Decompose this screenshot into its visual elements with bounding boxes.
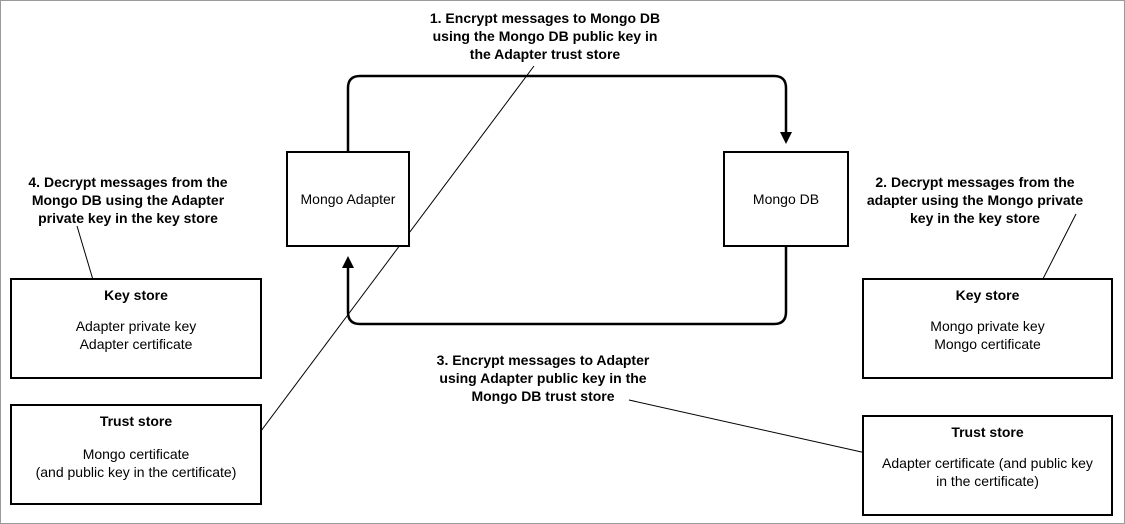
adapter-trust-store-line-2: (and public key in the certificate) <box>35 464 237 480</box>
mongo-key-store: Key store Mongo private key Mongo certif… <box>862 278 1113 379</box>
mongo-db-label: Mongo DB <box>752 191 820 207</box>
step1-note-line-2: using the Mongo DB public key in <box>432 28 658 44</box>
step1-note-line-1: 1. Encrypt messages to Mongo DB <box>429 10 661 26</box>
flow-mongo-to-adapter-arrow <box>342 247 788 326</box>
mongo-trust-store-title: Trust store <box>951 424 1024 440</box>
step3-note-line-3: Mongo DB trust store <box>471 388 615 404</box>
step2-note-line-3: key in the key store <box>910 210 1040 226</box>
step1-note-line-3: the Adapter trust store <box>469 46 621 62</box>
step2-note-line-2: adapter using the Mongo private <box>866 192 1084 208</box>
mongo-key-store-line-2: Mongo certificate <box>934 336 1041 352</box>
adapter-key-store-line-2: Adapter certificate <box>79 336 193 352</box>
adapter-trust-store-line-1: Mongo certificate <box>82 446 190 462</box>
step1-note: 1. Encrypt messages to Mongo DB using th… <box>395 9 695 63</box>
step3-note: 3. Encrypt messages to Adapter using Ada… <box>398 351 688 405</box>
adapter-key-store-title: Key store <box>104 287 168 303</box>
flow-adapter-to-mongo-arrow <box>346 74 792 152</box>
mongo-key-store-line-1: Mongo private key <box>930 318 1045 334</box>
step3-pointer-arrow <box>628 399 875 455</box>
mongo-trust-store-line-2: in the certificate) <box>936 473 1039 489</box>
mongo-trust-store: Trust store Adapter certificate (and pub… <box>862 415 1113 516</box>
adapter-key-store: Key store Adapter private key Adapter ce… <box>10 278 262 379</box>
mongo-adapter-node: Mongo Adapter <box>286 151 410 247</box>
step4-note-line-1: 4. Decrypt messages from the <box>28 174 228 190</box>
adapter-trust-store: Trust store Mongo certificate (and publi… <box>10 404 262 505</box>
step2-note-line-1: 2. Decrypt messages from the <box>875 174 1075 190</box>
step4-note-line-2: Mongo DB using the Adapter <box>31 192 225 208</box>
step2-note: 2. Decrypt messages from the adapter usi… <box>850 173 1100 227</box>
adapter-key-store-line-1: Adapter private key <box>75 318 197 334</box>
step4-note-line-3: private key in the key store <box>38 210 218 226</box>
step3-note-line-2: using Adapter public key in the <box>439 370 647 386</box>
step4-note: 4. Decrypt messages from the Mongo DB us… <box>8 173 248 227</box>
step1-pointer-arrow <box>243 65 535 455</box>
mongo-db-node: Mongo DB <box>723 151 849 247</box>
mongo-trust-store-line-1: Adapter certificate (and public key <box>882 455 1093 471</box>
step3-note-line-1: 3. Encrypt messages to Adapter <box>436 352 650 368</box>
mongo-key-store-title: Key store <box>955 287 1020 303</box>
mongo-adapter-label: Mongo Adapter <box>300 191 396 207</box>
adapter-trust-store-title: Trust store <box>99 413 173 429</box>
